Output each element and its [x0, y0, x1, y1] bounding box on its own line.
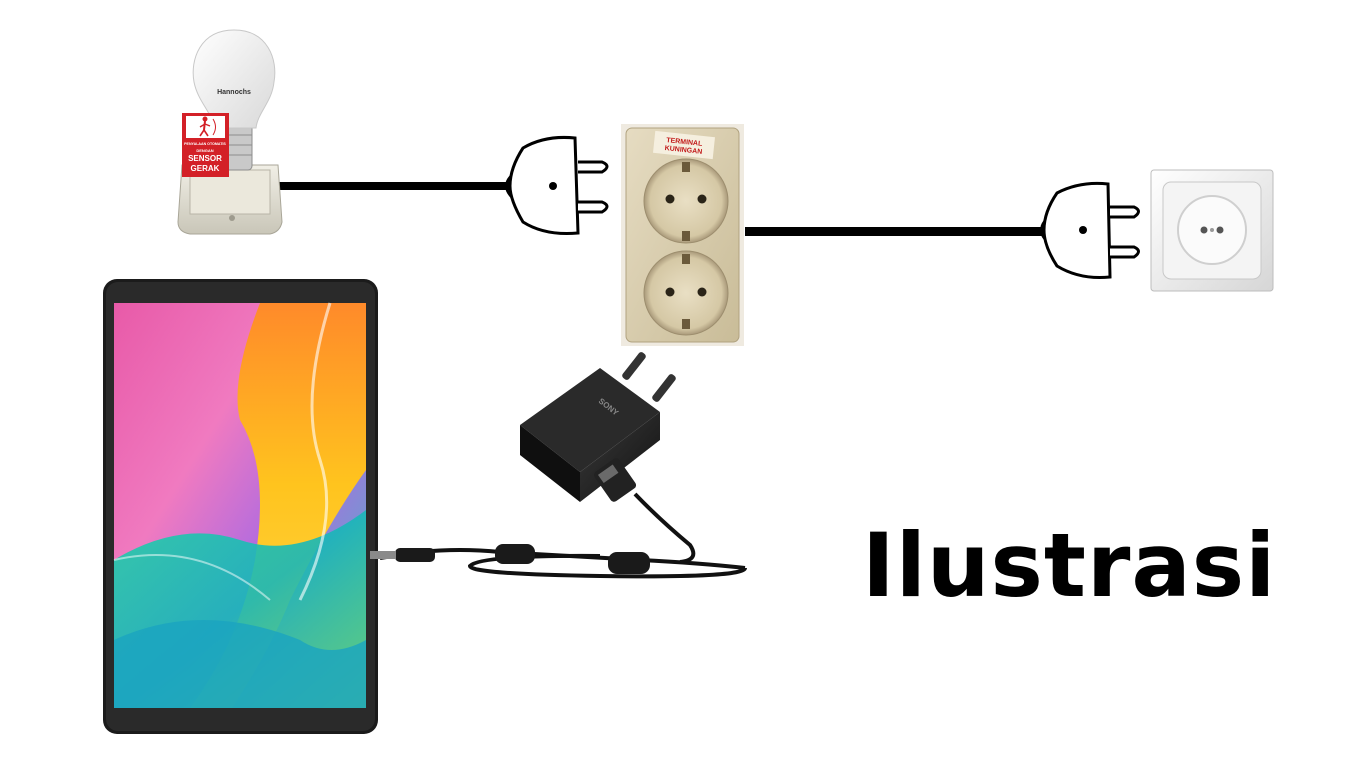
strip-socket-bottom — [643, 250, 729, 336]
motion-sensor-lamp: Hannochs PENYALAAN OTOMATIS DENGAN SENSO… — [177, 29, 283, 235]
sony-charger: SONY — [520, 352, 676, 502]
illustration-title: Ilustrasi — [862, 514, 1277, 617]
wall-socket — [1150, 169, 1274, 292]
walking-person-icon — [199, 116, 216, 137]
power-strip: TERMINAL KUNINGAN — [621, 124, 744, 346]
strip-label: TERMINAL KUNINGAN — [653, 130, 715, 160]
strip-to-wall-cable — [745, 227, 1045, 236]
plug-icon — [505, 136, 609, 235]
strip-socket-top — [643, 158, 729, 244]
power-cables — [278, 182, 1045, 236]
sticker-line1: SENSOR — [188, 154, 222, 163]
bulb-brand: Hannochs — [217, 89, 251, 96]
sticker-line2: GERAK — [191, 164, 220, 173]
lamp-to-strip-cable — [278, 182, 510, 190]
bulb-glass — [192, 29, 276, 129]
tablet-screen — [113, 302, 366, 708]
strip-label-line1: TERMINAL — [666, 137, 703, 148]
wall-plug-icon — [1040, 181, 1140, 279]
strip-label-line2: KUNINGAN — [664, 145, 702, 156]
tablet — [103, 279, 378, 734]
sticker-top-text: PENYALAAN OTOMATIS — [184, 142, 226, 146]
usb-cable — [370, 492, 747, 579]
sticker-mid-text: DENGAN — [196, 148, 213, 153]
